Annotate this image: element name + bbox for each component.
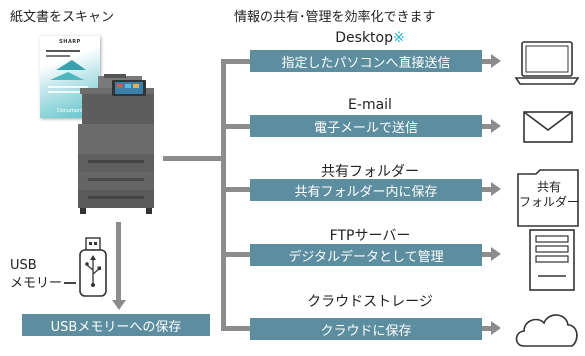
connector-bus-vertical — [221, 59, 226, 331]
cloud-icon — [515, 314, 578, 347]
arrow-email — [491, 119, 501, 133]
connector-usb — [116, 222, 121, 302]
arrow-cloud — [491, 321, 501, 335]
arrow-desktop — [491, 54, 501, 68]
envelope-icon — [523, 111, 573, 143]
usb-label-line2: メモリー — [10, 276, 63, 291]
usb-save-box: USBメモリーへの保存 — [22, 314, 210, 336]
arrow-shared-folder — [491, 182, 501, 196]
destination-box-desktop: 指定したパソコンへ直接送信 — [250, 50, 482, 72]
folder-icon — [517, 169, 579, 227]
destination-title-ftp: FTPサーバー — [329, 228, 411, 244]
document-caption: Document — [57, 108, 83, 114]
folder-icon-label: 共有 フォルダー — [516, 180, 582, 210]
usb-drive-icon — [79, 237, 107, 297]
destination-title-desktop: Desktop※ — [255, 30, 485, 46]
left-title: 紙文書をスキャン — [10, 10, 115, 25]
document-graphic — [46, 50, 88, 93]
destination-box-shared-folder: 共有フォルダー内に保存 — [250, 179, 482, 201]
folder-icon-label-line1: 共有 — [536, 180, 561, 194]
usb-label-line1: USB — [10, 258, 37, 273]
document-brand: SHARP — [59, 39, 81, 45]
usb-label: USB メモリー — [10, 257, 62, 293]
note-mark: ※ — [393, 30, 405, 46]
destination-title-email: E-mail — [348, 97, 392, 113]
destination-title-shared-folder: 共有フォルダー — [321, 164, 419, 180]
destination-box-email: 電子メールで送信 — [250, 115, 482, 137]
connector-printer-to-bus — [163, 156, 226, 161]
usb-pointer-line — [64, 282, 76, 284]
laptop-icon — [514, 41, 580, 85]
multifunction-printer-icon — [78, 74, 154, 214]
server-icon — [529, 229, 575, 291]
destination-title-cloud: クラウドストレージ — [307, 294, 433, 310]
arrow-usb — [112, 300, 126, 310]
destination-box-cloud: クラウドに保存 — [250, 318, 482, 340]
destination-box-ftp: デジタルデータとして管理 — [250, 244, 482, 266]
destination-title-desktop-text: Desktop — [335, 30, 393, 46]
arrow-ftp — [491, 247, 501, 261]
folder-icon-label-line2: フォルダー — [518, 195, 579, 209]
right-title: 情報の共有･管理を効率化できます — [234, 10, 436, 25]
scanned-document: SHARP Document — [40, 36, 100, 118]
